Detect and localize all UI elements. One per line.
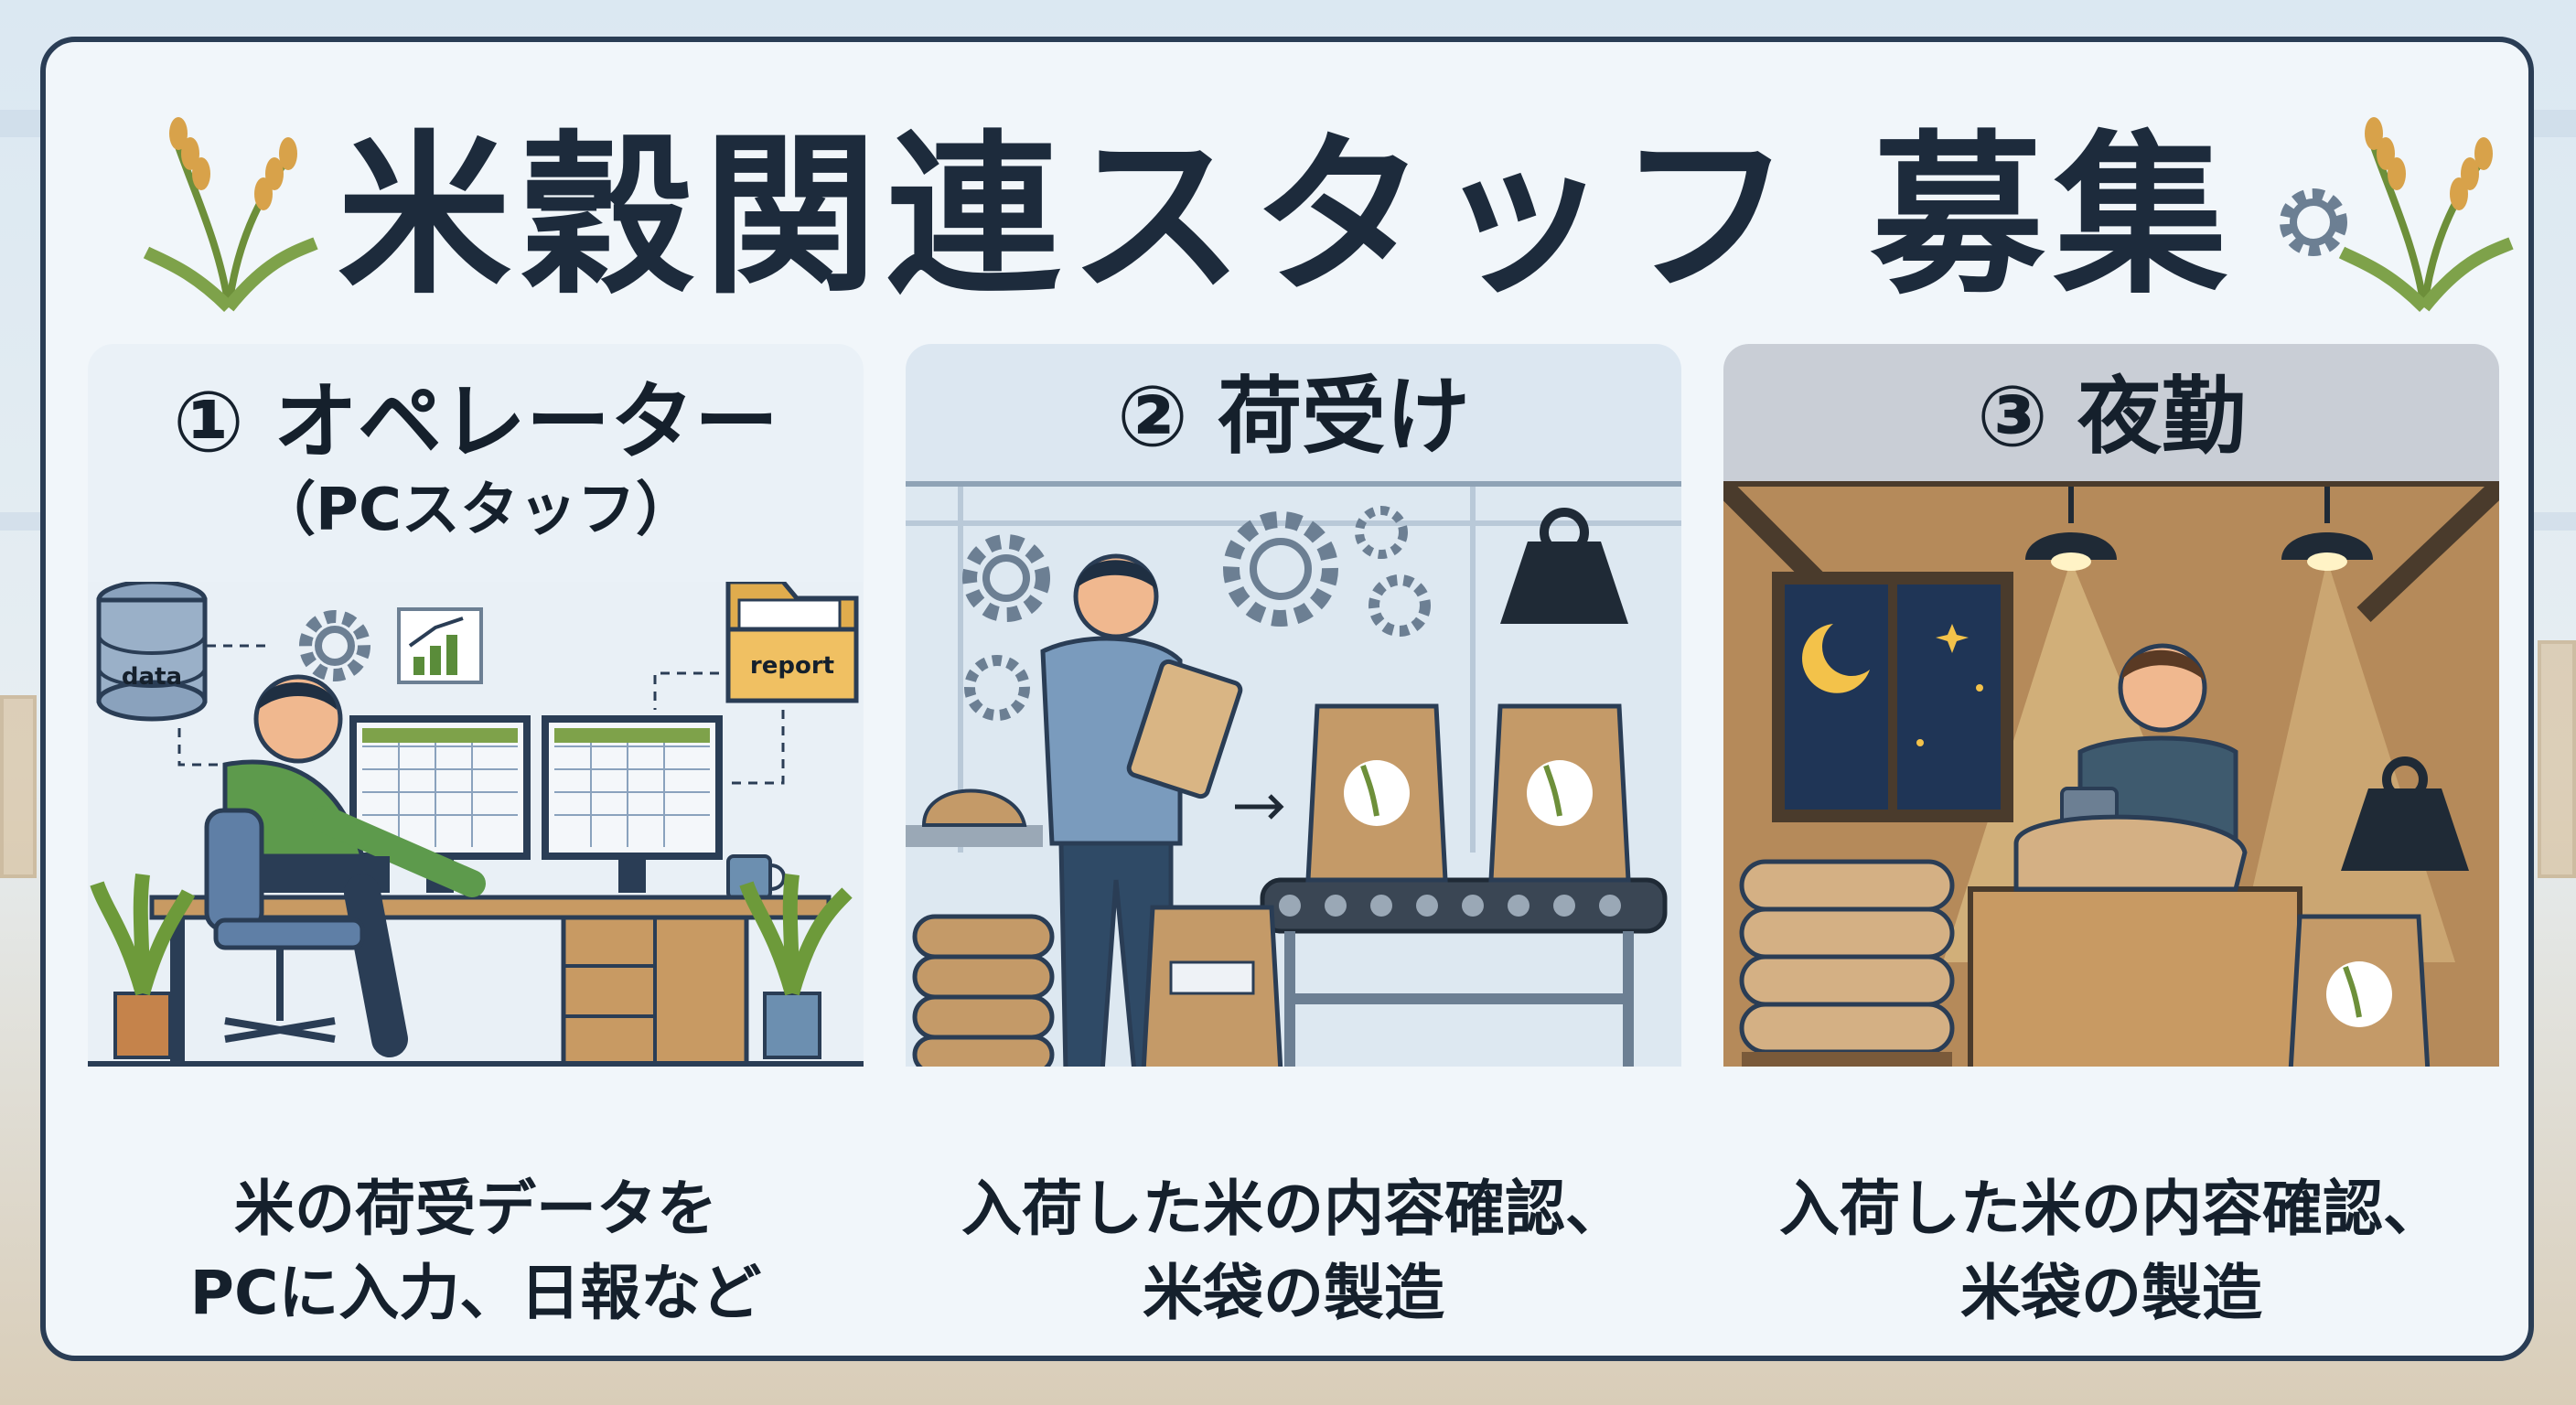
background-box bbox=[0, 695, 37, 878]
panel-header: ③ 夜勤 bbox=[1723, 344, 2499, 481]
panel-label: ② 荷受け bbox=[1117, 368, 1470, 466]
description-line: 米袋の製造 bbox=[1960, 1258, 2262, 1329]
description-line: 入荷した米の内容確認、 bbox=[1779, 1174, 2443, 1244]
plant-icon bbox=[90, 874, 196, 1059]
scene-office: data bbox=[88, 582, 864, 1067]
folder-icon: report bbox=[725, 582, 859, 703]
lamp-icon bbox=[2281, 487, 2373, 571]
page-title: 米穀関連スタッフ 募集 bbox=[337, 115, 2238, 317]
description-line: 米袋の製造 bbox=[1143, 1258, 1444, 1329]
panel-description: 入荷した米の内容確認、 米袋の製造 bbox=[906, 1167, 1681, 1336]
database-icon: data bbox=[96, 582, 208, 722]
description-line: 米の荷受データを bbox=[234, 1174, 717, 1244]
rice-bag-icon bbox=[1305, 703, 1448, 883]
lamp-icon bbox=[2025, 487, 2117, 571]
panel-description: 入荷した米の内容確認、 米袋の製造 bbox=[1723, 1167, 2499, 1336]
rice-bag-icon bbox=[1141, 905, 1283, 1067]
gear-icon bbox=[299, 610, 370, 681]
panel-header: ① オペレーター （PCスタッフ） bbox=[88, 344, 864, 582]
panel-night-shift: ③ 夜勤 bbox=[1723, 344, 2499, 1328]
rice-plant-icon bbox=[143, 117, 318, 312]
description-line: 入荷した米の内容確認、 bbox=[961, 1174, 1626, 1244]
recruitment-card: 米穀関連スタッフ 募集 ① オペレーター （PCスタッフ） data bbox=[40, 37, 2534, 1361]
gear-icon bbox=[2280, 188, 2347, 256]
panel-sub-label: （PCスタッフ） bbox=[257, 477, 694, 544]
rice-bag-icon bbox=[1488, 703, 1631, 883]
rice-plant-icon bbox=[2338, 117, 2514, 312]
description-line: PCに入力、日報など bbox=[189, 1258, 762, 1329]
panel-description: 米の荷受データを PCに入力、日報など bbox=[88, 1167, 864, 1336]
weight-icon bbox=[1500, 508, 1628, 624]
scene-receiving bbox=[906, 481, 1681, 1067]
panel-label: ① オペレーター bbox=[173, 373, 778, 471]
weight-icon bbox=[2341, 756, 2469, 871]
rice-bag-icon bbox=[2288, 914, 2431, 1067]
panel-operator: ① オペレーター （PCスタッフ） data bbox=[88, 344, 864, 1328]
panel-receiving: ② 荷受け bbox=[906, 344, 1681, 1328]
gear-icon bbox=[962, 506, 1431, 721]
panel-header: ② 荷受け bbox=[906, 344, 1681, 481]
database-label: data bbox=[122, 663, 182, 691]
background-box bbox=[2538, 640, 2576, 878]
plant-icon bbox=[739, 874, 853, 1059]
panel-label: ③ 夜勤 bbox=[1977, 368, 2246, 466]
star-icon bbox=[1936, 624, 1969, 653]
moon-icon bbox=[1802, 624, 1870, 693]
folder-label: report bbox=[750, 652, 834, 680]
chart-icon bbox=[397, 607, 483, 684]
scene-night-shift bbox=[1723, 481, 2499, 1067]
